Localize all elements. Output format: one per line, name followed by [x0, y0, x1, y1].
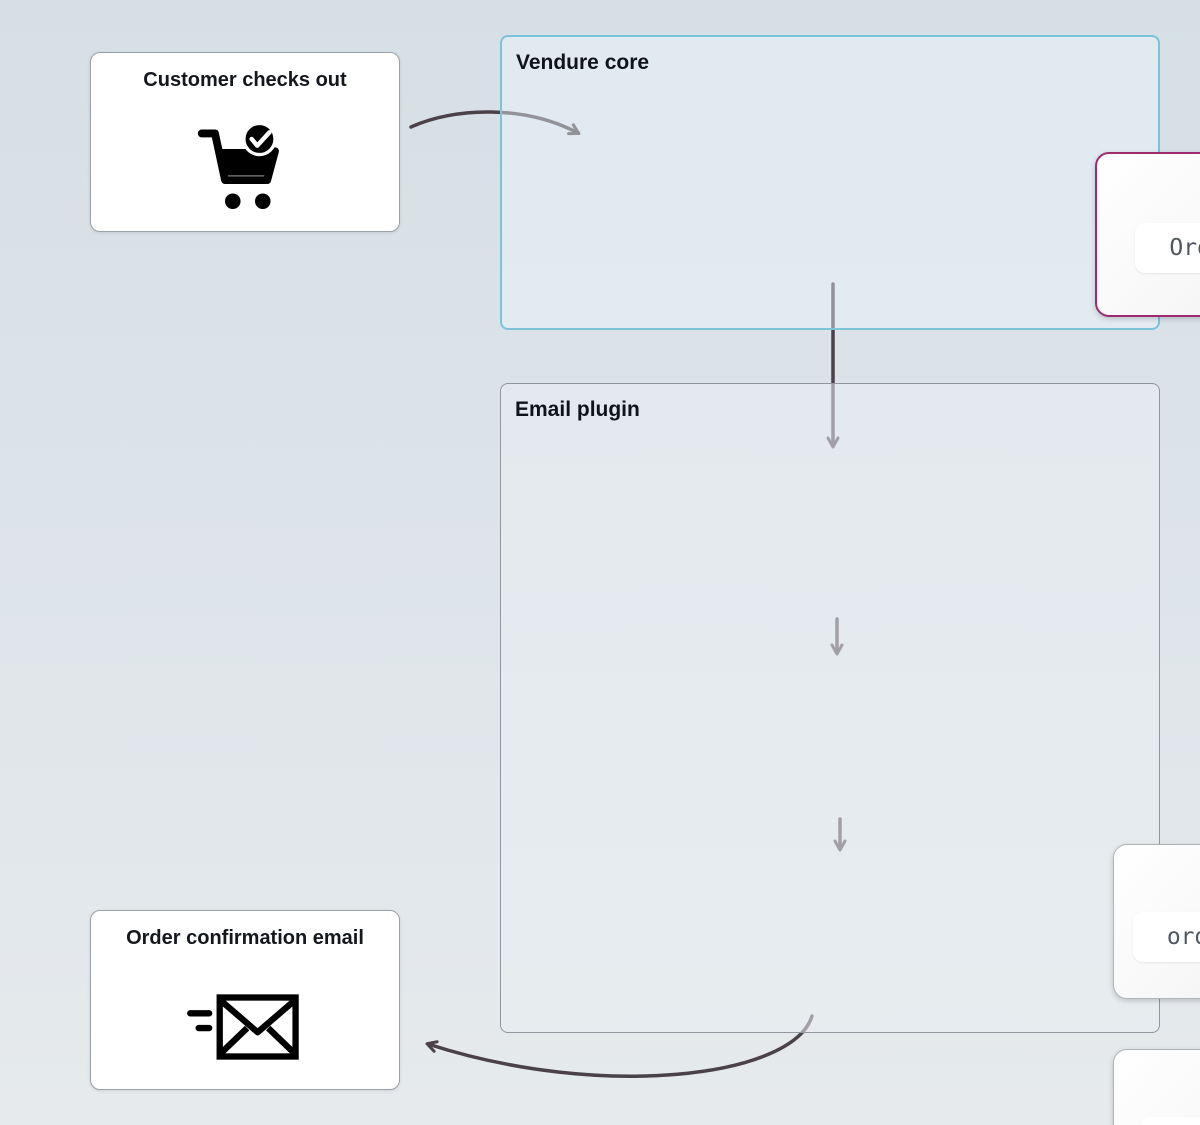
email-generator-node: EmailGenerator HandlebarsMjmlGenerator — [1113, 1049, 1200, 1125]
event-code: OrderStateTransitionEvent — [1169, 234, 1200, 261]
email-event-handler-node: EmailEventHandler orderConfirmationHandl… — [1113, 844, 1200, 999]
email-plugin-container: Email plugin EmailEventHandler orderConf… — [500, 383, 1200, 1125]
customer-checkout-card: Customer checks out — [90, 52, 400, 232]
email-generator-code-pill: HandlebarsMjmlGenerator — [1139, 1117, 1200, 1125]
vendure-core-container: Vendure core Event OrderStateTransitionE… — [500, 35, 1200, 330]
vendure-core-label: Vendure core — [516, 51, 650, 74]
event-node: Event OrderStateTransitionEvent — [1095, 152, 1200, 317]
order-confirmation-label: Order confirmation email — [126, 927, 364, 949]
customer-checkout-label: Customer checks out — [143, 69, 347, 91]
cart-check-icon — [195, 106, 295, 231]
order-confirmation-card: Order confirmation email — [90, 910, 400, 1090]
email-plugin-label: Email plugin — [515, 398, 640, 421]
event-code-pill: OrderStateTransitionEvent — [1135, 222, 1200, 273]
email-event-handler-code-pill: orderConfirmationHandler — [1132, 912, 1200, 963]
email-event-handler-code: orderConfirmationHandler — [1166, 924, 1200, 951]
send-email-icon — [186, 964, 304, 1089]
